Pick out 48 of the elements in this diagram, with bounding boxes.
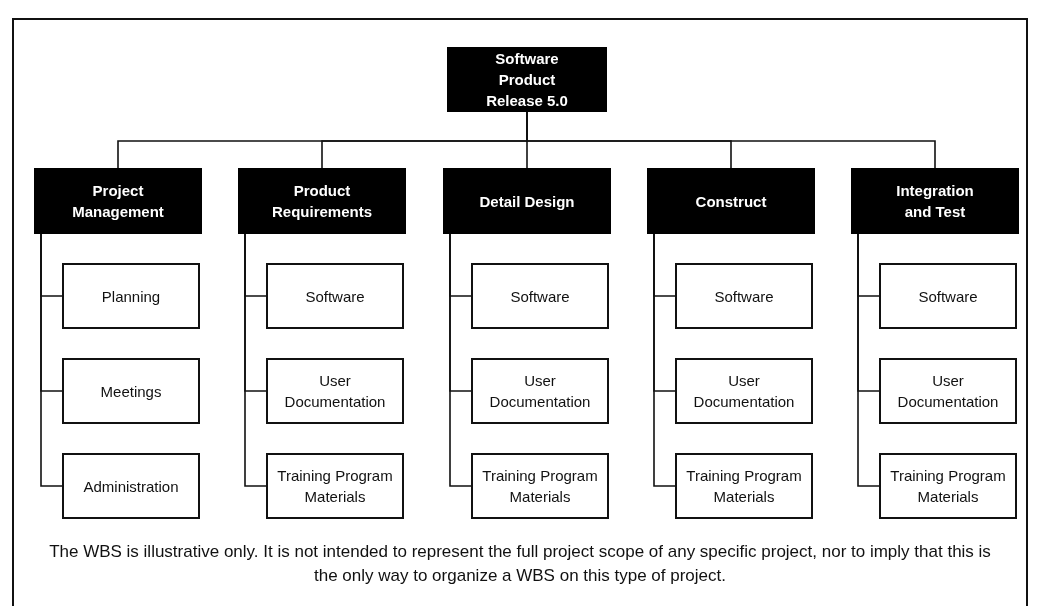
category-box bbox=[34, 168, 202, 234]
category-box bbox=[443, 168, 611, 234]
box-label: Product Requirements bbox=[271, 181, 373, 222]
work-package-box bbox=[62, 453, 200, 519]
connector-line bbox=[857, 233, 880, 487]
box-label: Detail Design bbox=[479, 191, 575, 212]
box-label: Software bbox=[714, 286, 774, 307]
box-label: Administration bbox=[83, 476, 179, 497]
category-box bbox=[238, 168, 406, 234]
box-label: Meetings bbox=[100, 381, 162, 402]
work-package-box bbox=[675, 358, 813, 424]
work-package-box bbox=[266, 263, 404, 329]
work-package-box bbox=[62, 358, 200, 424]
box-label: Training Program Materials bbox=[276, 466, 394, 507]
connector-line bbox=[244, 233, 267, 487]
work-package-box bbox=[471, 263, 609, 329]
work-package-box bbox=[879, 358, 1017, 424]
box-label: User Documentation bbox=[488, 371, 592, 412]
caption: The WBS is illustrative only. It is not intended to represent the full project scope of any specific project, nor to imply that this is the only way to organize a WBS on this type of project. bbox=[48, 541, 992, 587]
box-label: Project Management bbox=[71, 181, 165, 222]
category-box bbox=[447, 47, 607, 112]
work-package-box bbox=[879, 263, 1017, 329]
connector-line bbox=[40, 233, 63, 487]
work-package-box bbox=[266, 453, 404, 519]
work-package-box bbox=[675, 263, 813, 329]
work-package-box bbox=[879, 453, 1017, 519]
box-label: Software bbox=[510, 286, 570, 307]
box-label: Training Program Materials bbox=[481, 466, 599, 507]
box-label: Construct bbox=[695, 191, 767, 212]
box-label: User Documentation bbox=[692, 371, 796, 412]
work-package-box bbox=[266, 358, 404, 424]
box-label: Software bbox=[305, 286, 365, 307]
connector-line bbox=[449, 233, 472, 487]
box-label: Software bbox=[918, 286, 978, 307]
category-box bbox=[851, 168, 1019, 234]
box-label: Training Program Materials bbox=[685, 466, 803, 507]
work-package-box bbox=[471, 358, 609, 424]
work-package-box bbox=[62, 263, 200, 329]
box-label: Software Product Release 5.0 bbox=[485, 49, 569, 111]
box-label: User Documentation bbox=[896, 371, 1000, 412]
connector-line bbox=[653, 233, 676, 487]
work-package-box bbox=[675, 453, 813, 519]
box-label: User Documentation bbox=[283, 371, 387, 412]
work-package-box bbox=[471, 453, 609, 519]
box-label: Integration and Test bbox=[895, 181, 975, 222]
box-label: Training Program Materials bbox=[889, 466, 1007, 507]
category-box bbox=[647, 168, 815, 234]
box-label: Planning bbox=[101, 286, 161, 307]
